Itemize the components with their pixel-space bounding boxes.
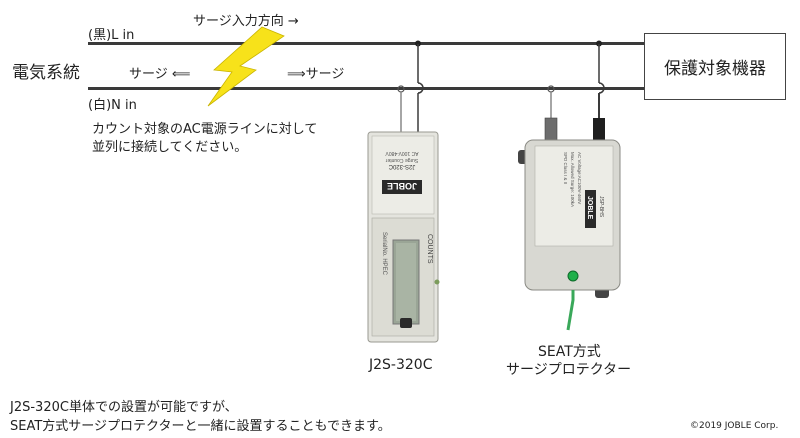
counts-label: COUNTS <box>426 234 433 264</box>
protector-caption-line-1: SEAT方式 <box>538 344 601 360</box>
serial-label: SerialNo. HPEC <box>381 232 387 276</box>
counter-brand: JOBLE <box>387 181 417 191</box>
counter-sublabel-text: Surge Counter <box>385 157 418 163</box>
ground-wire <box>566 290 575 331</box>
instruction-line-1: カウント対象のAC電源ラインに対して <box>92 122 318 137</box>
protector-spec-1: AC Voltage:AC100V-460V <box>577 152 582 204</box>
lightning-bolt-icon <box>207 26 285 107</box>
power-system-label: 電気系統 <box>12 63 80 83</box>
surge-left-label: サージ ⟸ <box>129 67 191 82</box>
reset-button <box>400 318 412 328</box>
status-led <box>567 270 579 282</box>
l-in-line <box>88 42 644 45</box>
note-line-2: SEAT方式サージプロテクターと一緒に設置することもできます。 <box>10 419 391 434</box>
surge-direction-label: サージ入力方向 → <box>193 14 299 29</box>
protector-brand: JOBLE <box>586 196 593 220</box>
protector-caption-line-2: サージプロテクター <box>506 362 632 378</box>
l-in-label: (黒)L in <box>88 28 135 43</box>
surge-right-label: ⟹サージ <box>287 67 345 82</box>
n-in-label: (白)N in <box>88 98 137 113</box>
crossover-hop <box>598 82 605 94</box>
note-line-1: J2S-320C単体での設置が可能ですが、 <box>10 400 238 415</box>
indicator-dot <box>434 279 440 285</box>
protector-model-text: JSP-BHS <box>598 196 604 218</box>
n-in-line <box>88 87 644 90</box>
junction-dot <box>596 40 602 47</box>
copyright: ©2019 JOBLE Corp. <box>690 421 779 431</box>
protector-spec-3: SPD Class I & II <box>563 152 568 184</box>
counter-caption: J2S-320C <box>369 357 433 373</box>
instruction-line-2: 並列に接続してください。 <box>92 140 248 155</box>
counter-model-text: J2S-320C <box>388 163 415 169</box>
protected-device-box: 保護対象機器 <box>644 33 786 100</box>
surge-protector-device: AC Voltage:AC100V-460V Max. Allowed Surg… <box>518 117 621 331</box>
protected-device-label: 保護対象機器 <box>664 59 766 79</box>
crossover-hop <box>417 82 424 94</box>
protector-spec-2: Max. Allowed Surge: 100kA <box>570 152 575 207</box>
surge-counter-device: JOBLE J2S-320C Surge Counter AC 100V-480… <box>367 131 440 343</box>
junction-dot <box>415 40 421 47</box>
counter-rating-text: AC 100V-480V <box>385 150 419 156</box>
